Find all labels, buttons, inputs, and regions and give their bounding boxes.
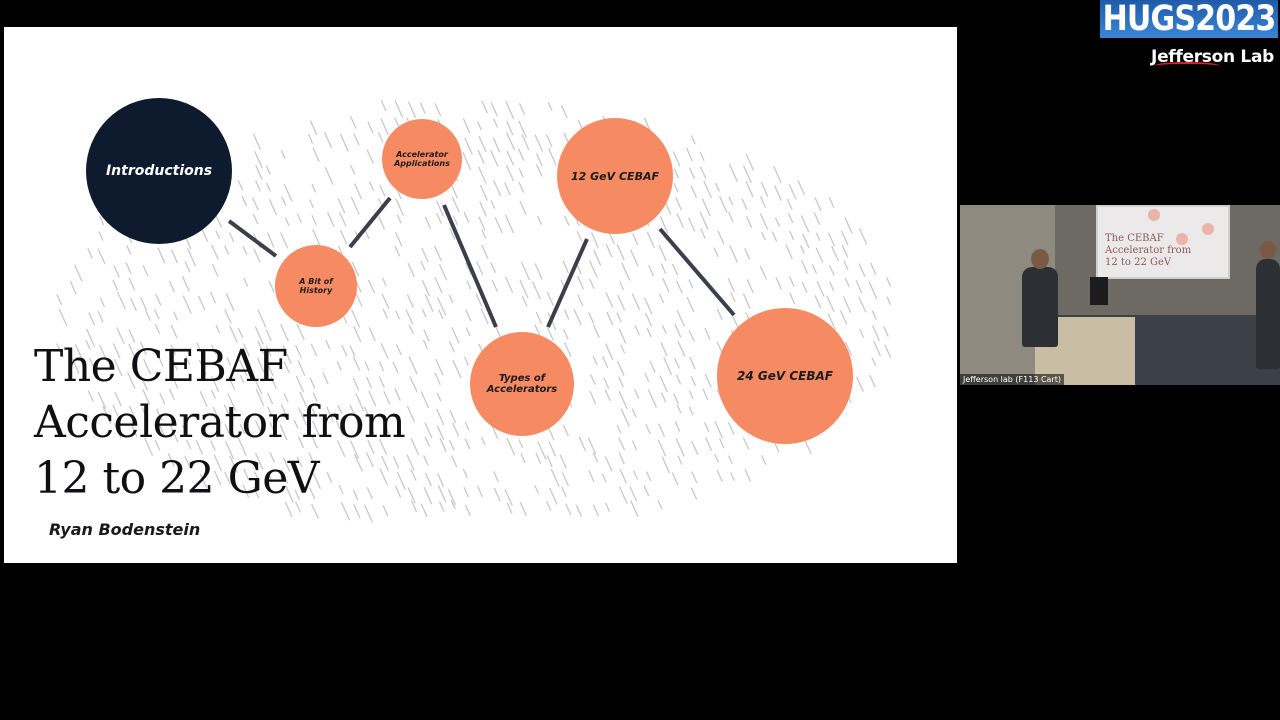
node-introductions-label: Introductions <box>105 163 213 179</box>
projected-node-icon <box>1148 209 1160 221</box>
node-cebaf24-label: 24 GeV CEBAF <box>737 369 833 383</box>
connector-applications-types <box>442 204 498 328</box>
node-applications[interactable]: Accelerator Applications <box>382 119 462 199</box>
presenter-figure <box>1022 267 1058 347</box>
node-introductions[interactable]: Introductions <box>86 98 232 244</box>
slide-author: Ryan Bodenstein <box>49 520 201 539</box>
presentation-slide: Introductions A Bit of History Accelerat… <box>4 27 957 563</box>
connector-history-applications <box>348 196 392 249</box>
attendee-figure <box>1256 259 1280 369</box>
presenter-head <box>1031 249 1049 269</box>
node-history-label: A Bit of History <box>299 277 333 295</box>
projected-slide: The CEBAF Accelerator from 12 to 22 GeV <box>1096 205 1230 279</box>
video-monitor <box>1090 277 1108 305</box>
node-types[interactable]: Types of Accelerators <box>470 332 574 436</box>
node-connectors <box>227 196 736 328</box>
connector-intro-history <box>227 219 278 258</box>
node-cebaf24[interactable]: 24 GeV CEBAF <box>717 308 853 444</box>
projected-title: The CEBAF Accelerator from 12 to 22 GeV <box>1105 233 1192 268</box>
node-applications-label: Accelerator Applications <box>394 150 450 168</box>
slide-title: The CEBAF Accelerator from 12 to 22 GeV <box>34 341 406 504</box>
hugs-year: 2023 <box>1195 0 1276 39</box>
node-history[interactable]: A Bit of History <box>275 245 357 327</box>
jlab-swoosh-icon <box>1154 62 1220 70</box>
projected-node-icon <box>1202 223 1214 235</box>
node-types-label: Types of Accelerators <box>486 373 558 395</box>
hugs-text: HUGS <box>1102 0 1196 39</box>
node-cebaf12[interactable]: 12 GeV CEBAF <box>557 118 673 234</box>
connector-cebaf12-cebaf24 <box>658 227 736 317</box>
hugs-wordmark: HUGS2023 <box>1099 0 1278 39</box>
connector-types-cebaf12 <box>546 238 589 328</box>
hugs-2023-logo: HUGS2023 Jefferson Lab <box>1099 0 1280 72</box>
projected-node-icon <box>1176 233 1188 245</box>
node-cebaf12-label: 12 GeV CEBAF <box>571 169 659 183</box>
hatch-pattern <box>56 100 892 523</box>
attendee-head <box>1260 241 1276 259</box>
speaker-video-feed[interactable]: The CEBAF Accelerator from 12 to 22 GeV … <box>960 205 1280 385</box>
video-caption: Jefferson lab (F113 Cart) <box>960 374 1064 385</box>
